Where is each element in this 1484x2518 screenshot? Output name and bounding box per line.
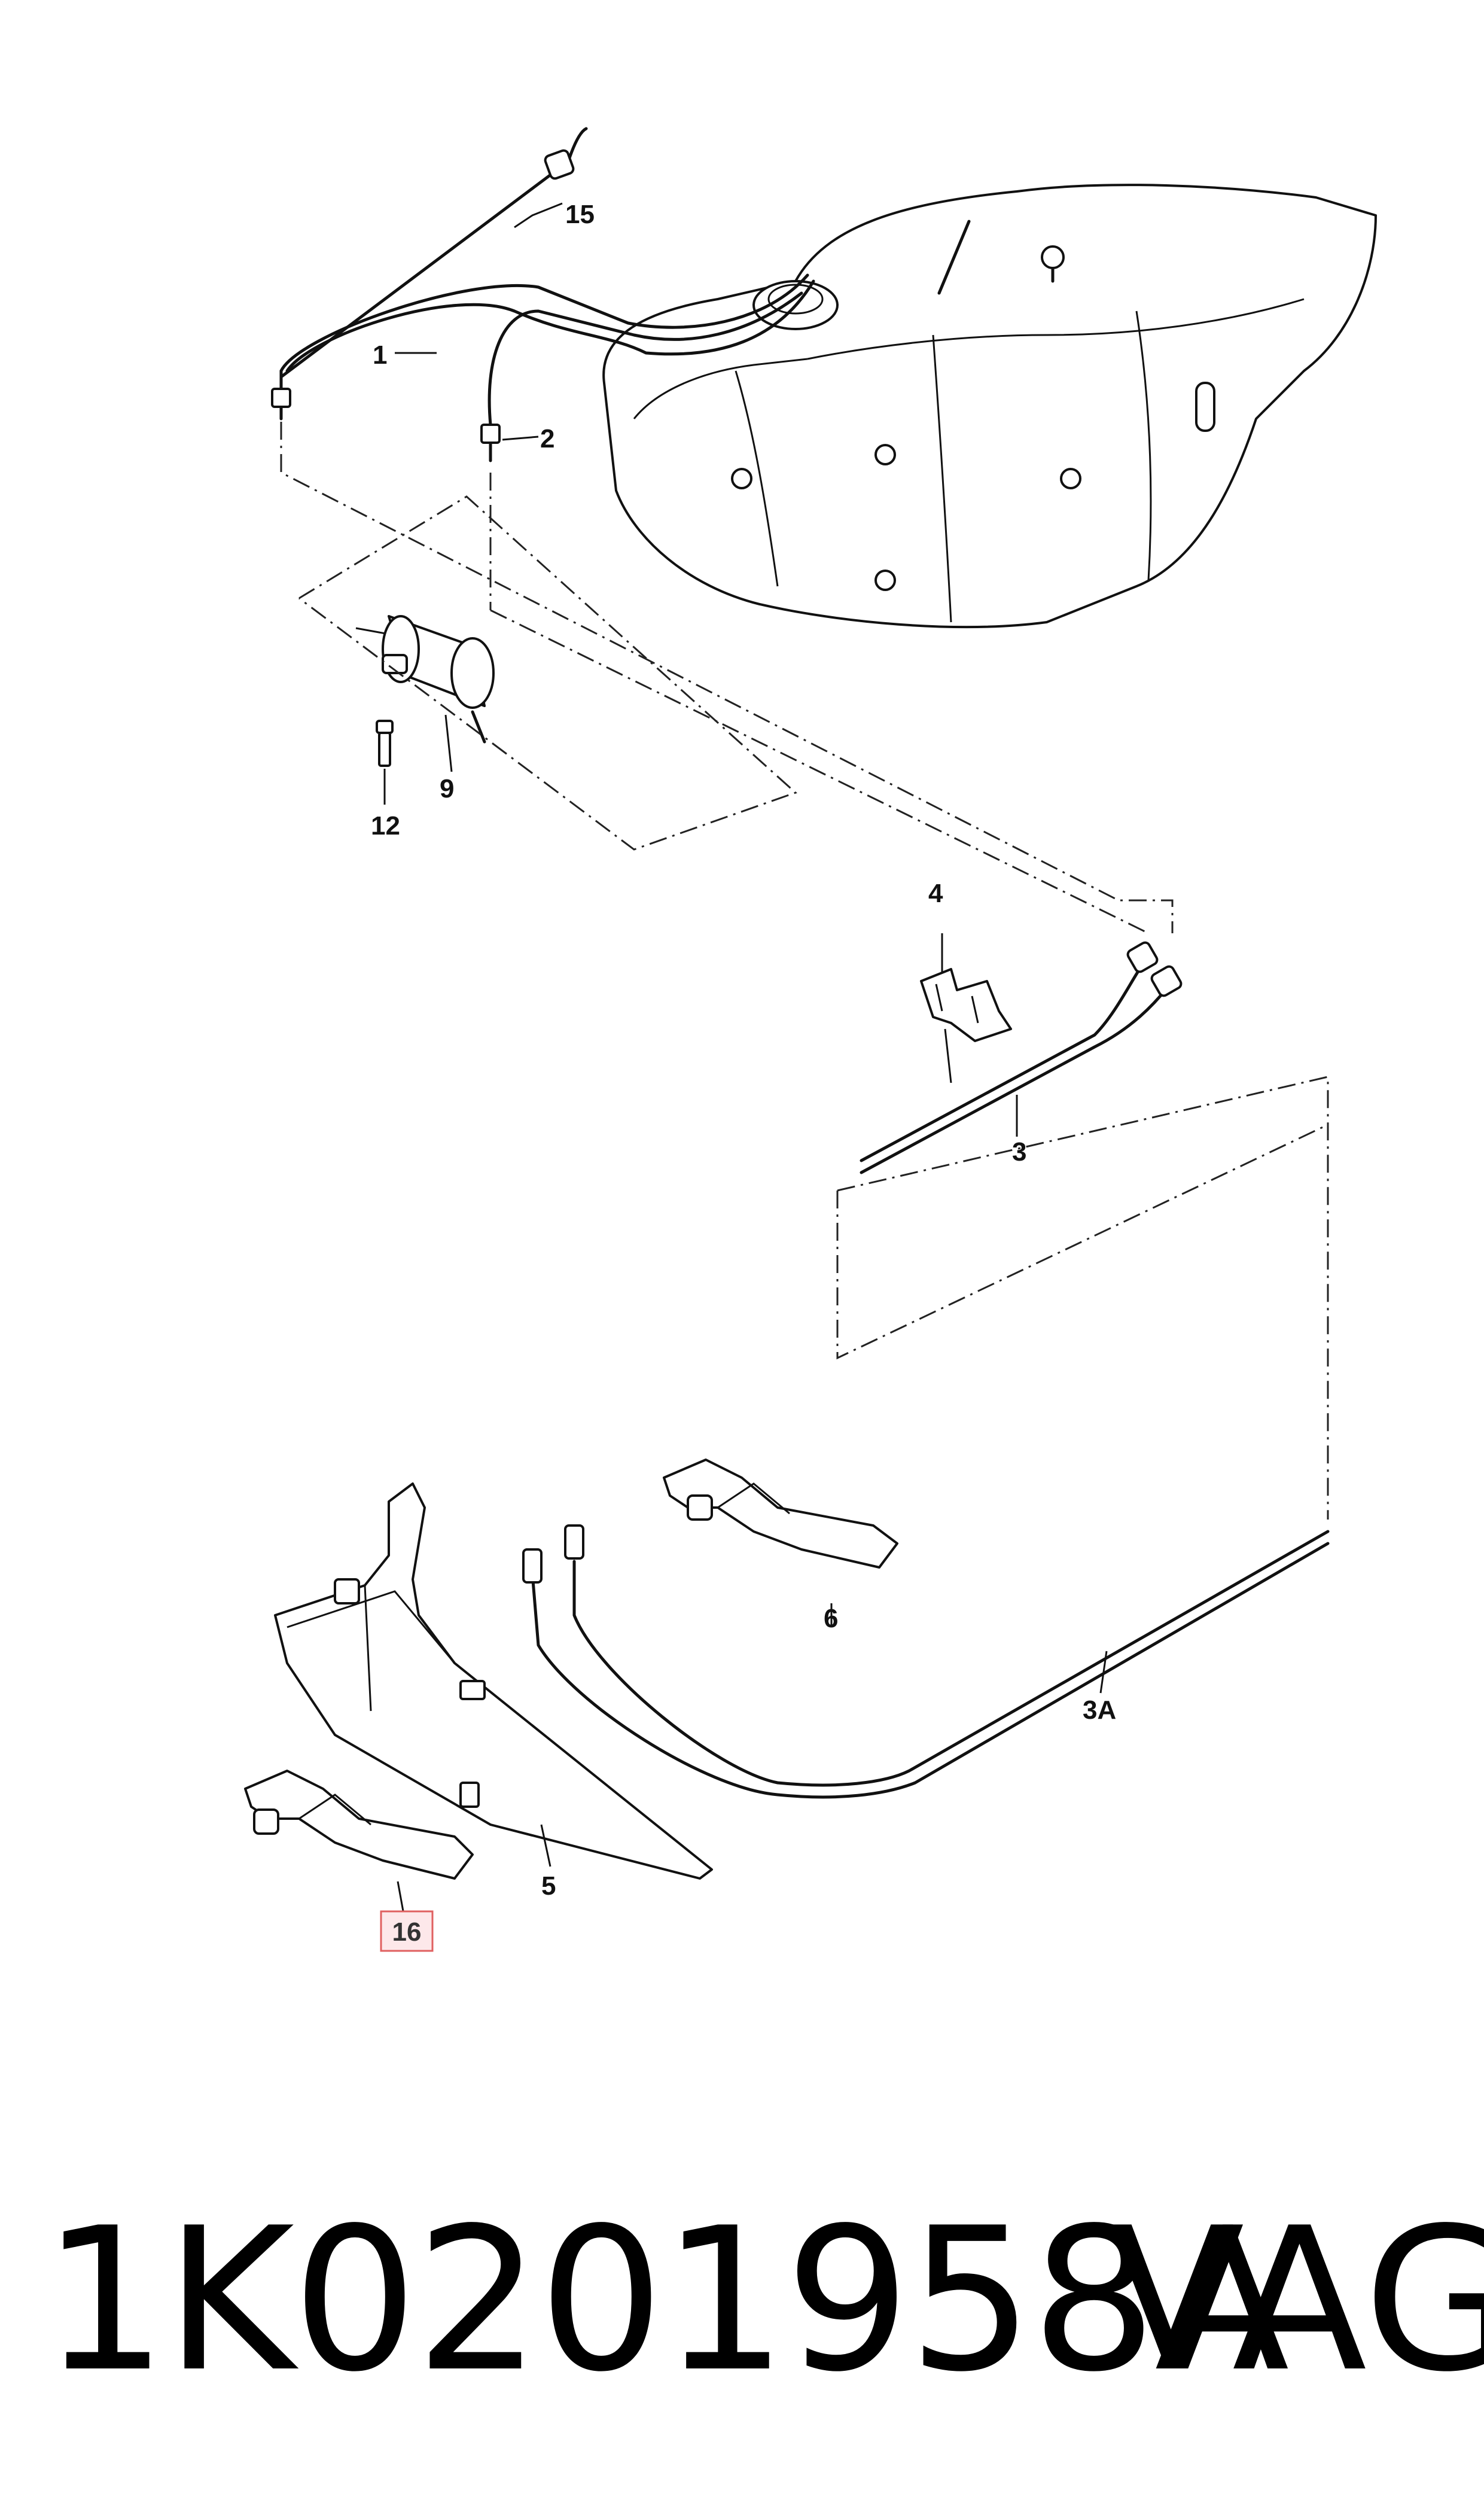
fuel-line-3a xyxy=(522,1524,1330,1799)
brand-label: VAG xyxy=(1110,2185,1484,2415)
callout-leaders xyxy=(383,202,1108,1915)
bolt xyxy=(376,720,394,767)
callout-1: 1 xyxy=(373,340,387,370)
line-clip xyxy=(920,968,1012,1042)
leader-lines xyxy=(280,422,1329,1520)
fuel-line-3 xyxy=(860,941,1183,1174)
callout-16-highlight: 16 xyxy=(380,1910,434,1952)
fuel-lines-upper xyxy=(271,127,815,462)
callout-2: 2 xyxy=(540,424,554,453)
bracket xyxy=(274,1482,713,1880)
callout-6: 6 xyxy=(824,1604,838,1633)
fuel-tank xyxy=(602,184,1377,629)
callout-3a: 3A xyxy=(1083,1695,1116,1725)
callout-16: 16 xyxy=(392,1917,422,1947)
callout-15: 15 xyxy=(565,200,595,229)
part-number: 1K0201958A xyxy=(42,2185,1290,2415)
callout-4: 4 xyxy=(928,879,943,908)
callout-12: 12 xyxy=(371,811,400,841)
holder-16 xyxy=(244,1770,474,1880)
callout-9: 9 xyxy=(440,774,454,803)
exploded-parts-diagram: 1 2 15 9 12 4 3 6 3A 5 16 xyxy=(244,127,1377,1952)
holder-6 xyxy=(663,1459,898,1569)
callout-5: 5 xyxy=(541,1871,556,1901)
fuel-filter xyxy=(355,615,495,744)
callout-3: 3 xyxy=(1012,1137,1026,1167)
